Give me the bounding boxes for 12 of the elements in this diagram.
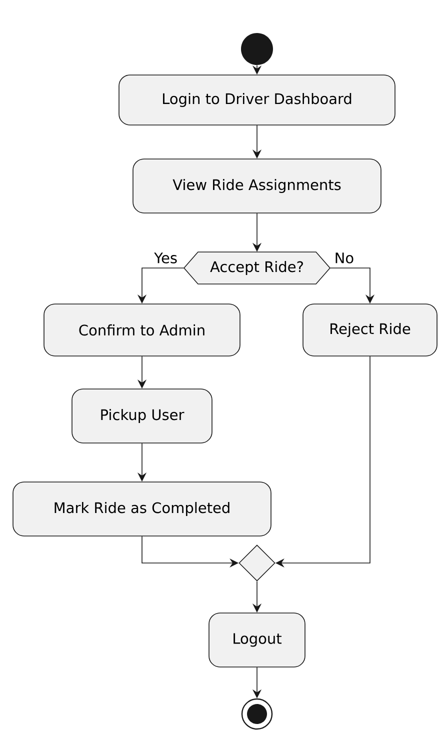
action-box: Confirm to Admin bbox=[44, 304, 240, 356]
merge-diamond bbox=[238, 544, 276, 582]
edge-label: No bbox=[333, 252, 356, 264]
action-box: Mark Ride as Completed bbox=[12, 482, 272, 536]
action-box: View Ride Assignments bbox=[132, 158, 382, 214]
end-circle bbox=[241, 698, 273, 730]
action-box: Login to Driver Dashboard bbox=[118, 74, 396, 126]
action-box: Pickup User bbox=[72, 388, 212, 444]
edge-label: Yes bbox=[153, 252, 178, 264]
action-box: Logout bbox=[208, 612, 306, 668]
start-circle bbox=[241, 33, 273, 65]
action-box: Reject Ride bbox=[302, 304, 438, 356]
